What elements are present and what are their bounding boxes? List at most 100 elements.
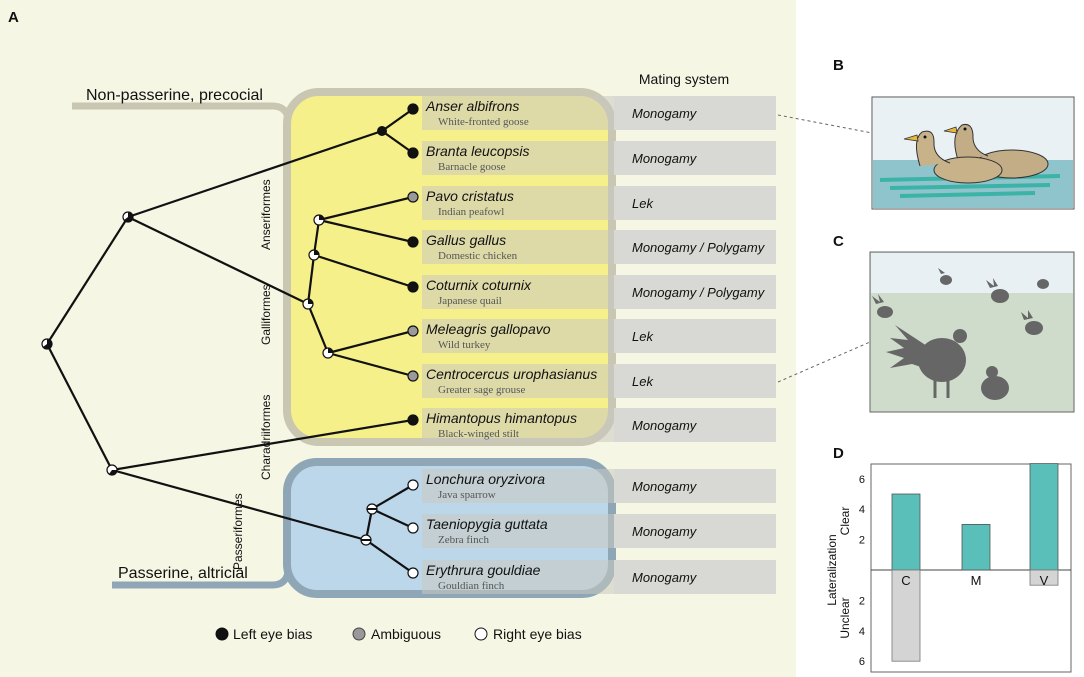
species-name: Lonchura oryzivora [426, 471, 545, 487]
tip-marker-right [407, 567, 419, 579]
mating-system-value: Monogamy [632, 570, 698, 585]
mating-system-value: Monogamy [632, 418, 698, 433]
mating-system-cell [614, 275, 776, 309]
panel-b-goose-illustration [871, 96, 1075, 210]
tip-marker-left [407, 236, 419, 248]
node-galliformes [302, 298, 314, 310]
mating-system-cell [614, 469, 776, 503]
legend-left-eye-marker [215, 627, 229, 641]
legend-ambiguous-label: Ambiguous [371, 626, 441, 642]
chart-ylabel: Lateralization [825, 534, 839, 605]
tip-marker-right [407, 522, 419, 534]
mating-system-cell [614, 141, 776, 175]
mating-system-value: Lek [632, 374, 654, 389]
mating-system-header: Mating system [639, 71, 729, 87]
species-name-band [422, 469, 614, 503]
species-name-band [422, 96, 614, 130]
common-name: Japanese quail [438, 295, 502, 307]
common-name: Barnacle goose [438, 161, 506, 173]
species-name: Taeniopygia guttata [426, 516, 548, 532]
tip-marker-left [407, 281, 419, 293]
legend: Left eye bias Ambiguous Right eye bias [215, 626, 582, 642]
node-anseriformes [377, 126, 387, 136]
mating-system-cell [614, 408, 776, 442]
leader-line-c [777, 341, 871, 383]
chart-upper-label: Clear [838, 507, 852, 536]
mating-system-value: Monogamy [632, 151, 698, 166]
tip-marker-left [407, 103, 419, 115]
bar-unclear-V [1029, 569, 1059, 586]
node-root [41, 338, 53, 350]
mating-system-value: Monogamy / Polygamy [632, 240, 766, 255]
species-name-band [422, 275, 614, 309]
node-meleagris-centrocercus [322, 347, 334, 359]
species-name-band [422, 186, 614, 220]
mating-system-cell [614, 364, 776, 398]
species-name: Anser albifrons [425, 98, 519, 114]
node-passeriformes [360, 534, 372, 546]
species-name-band [422, 514, 614, 548]
altricial-connector [112, 571, 292, 589]
common-name: Java sparrow [438, 489, 496, 501]
tip-marker-left [407, 414, 419, 426]
species-name: Himantopus himantopus [426, 410, 577, 426]
mating-system-value: Lek [632, 196, 654, 211]
node-gallus-pavo-coturnix [308, 249, 320, 261]
panel-a-label: A [8, 9, 19, 26]
tip-marker-ambiguous [407, 191, 419, 203]
species-name-band [422, 408, 614, 442]
legend-left-eye-label: Left eye bias [233, 626, 312, 642]
species-name: Coturnix coturnix [426, 277, 532, 293]
panel-b-label: B [833, 57, 844, 74]
common-name: Gouldian finch [438, 580, 505, 592]
mating-system-value: Monogamy / Polygamy [632, 285, 766, 300]
mating-system-value: Monogamy [632, 524, 698, 539]
bar-clear-C [891, 493, 921, 571]
species-name: Pavo cristatus [426, 188, 514, 204]
mating-system-cell [614, 230, 776, 264]
common-name: Domestic chicken [438, 250, 518, 262]
species-name-band [422, 141, 614, 175]
mating-system-cell [614, 514, 776, 548]
tip-marker-right [407, 479, 419, 491]
common-name: Greater sage grouse [438, 384, 525, 396]
y-tick-label-upper: 4 [859, 504, 865, 516]
y-tick-label-lower: 4 [859, 626, 865, 638]
y-tick-label-upper: 2 [859, 535, 865, 547]
panel-c-lek-illustration [869, 251, 1075, 413]
species-name: Branta leucopsis [426, 143, 530, 159]
x-category-label: V [1040, 573, 1049, 588]
leader-line-b [777, 114, 873, 134]
node-pavo-gallus [313, 214, 325, 226]
mating-system-cell [614, 560, 776, 594]
legend-ambiguous-marker [352, 627, 366, 641]
species-name-band [422, 560, 614, 594]
node-neoaves [106, 464, 118, 476]
common-name: White-fronted goose [438, 116, 529, 128]
mating-system-cell [614, 96, 776, 130]
species-name-band [422, 364, 614, 398]
chart-lower-label: Unclear [838, 597, 852, 638]
mating-system-value: Lek [632, 329, 654, 344]
mating-system-value: Monogamy [632, 106, 698, 121]
bar-clear-M [961, 524, 991, 571]
node-lonchura-taeniopygia [366, 503, 378, 515]
species-name: Erythrura gouldiae [426, 562, 541, 578]
order-label-anseriformes: Anseriformes [259, 179, 273, 250]
panel-c-label: C [833, 233, 844, 250]
y-tick-label-lower: 6 [859, 656, 865, 668]
y-tick-label-upper: 6 [859, 474, 865, 486]
